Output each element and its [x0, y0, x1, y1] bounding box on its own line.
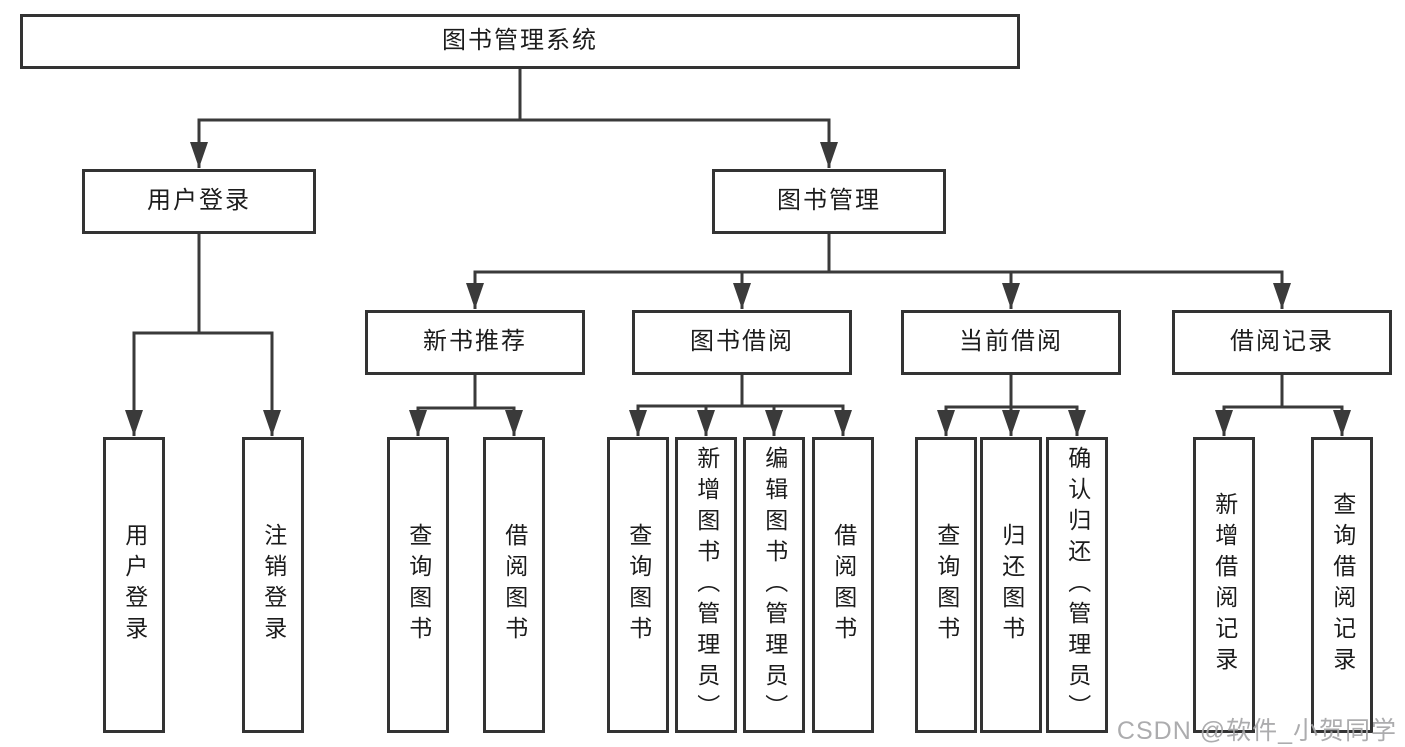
node-nbr-query-books: 查询图书 [387, 437, 449, 733]
node-root-library-management-system: 图书管理系统 [20, 14, 1020, 69]
node-bb-edit-books-admin: 编辑图书（管理员） [743, 437, 805, 733]
node-br-add-record: 新增借阅记录 [1193, 437, 1255, 733]
node-bb-add-books-admin: 新增图书（管理员） [675, 437, 737, 733]
node-user-login: 用户登录 [103, 437, 165, 733]
node-current-borrowing: 当前借阅 [901, 310, 1121, 375]
node-user-login-group: 用户登录 [82, 169, 316, 234]
node-logout: 注销登录 [242, 437, 304, 733]
node-cb-confirm-return-admin: 确认归还（管理员） [1046, 437, 1108, 733]
node-book-management-group: 图书管理 [712, 169, 946, 234]
node-bb-query-books: 查询图书 [607, 437, 669, 733]
node-book-borrowing: 图书借阅 [632, 310, 852, 375]
tree-edges [125, 69, 1351, 436]
node-new-book-recommend: 新书推荐 [365, 310, 585, 375]
node-cb-query-books: 查询图书 [915, 437, 977, 733]
node-br-query-record: 查询借阅记录 [1311, 437, 1373, 733]
node-nbr-borrow-books: 借阅图书 [483, 437, 545, 733]
node-cb-return-books: 归还图书 [980, 437, 1042, 733]
node-borrow-records: 借阅记录 [1172, 310, 1392, 375]
csdn-watermark: CSDN @软件_小贺同学 [1116, 717, 1397, 745]
node-bb-borrow-books: 借阅图书 [812, 437, 874, 733]
